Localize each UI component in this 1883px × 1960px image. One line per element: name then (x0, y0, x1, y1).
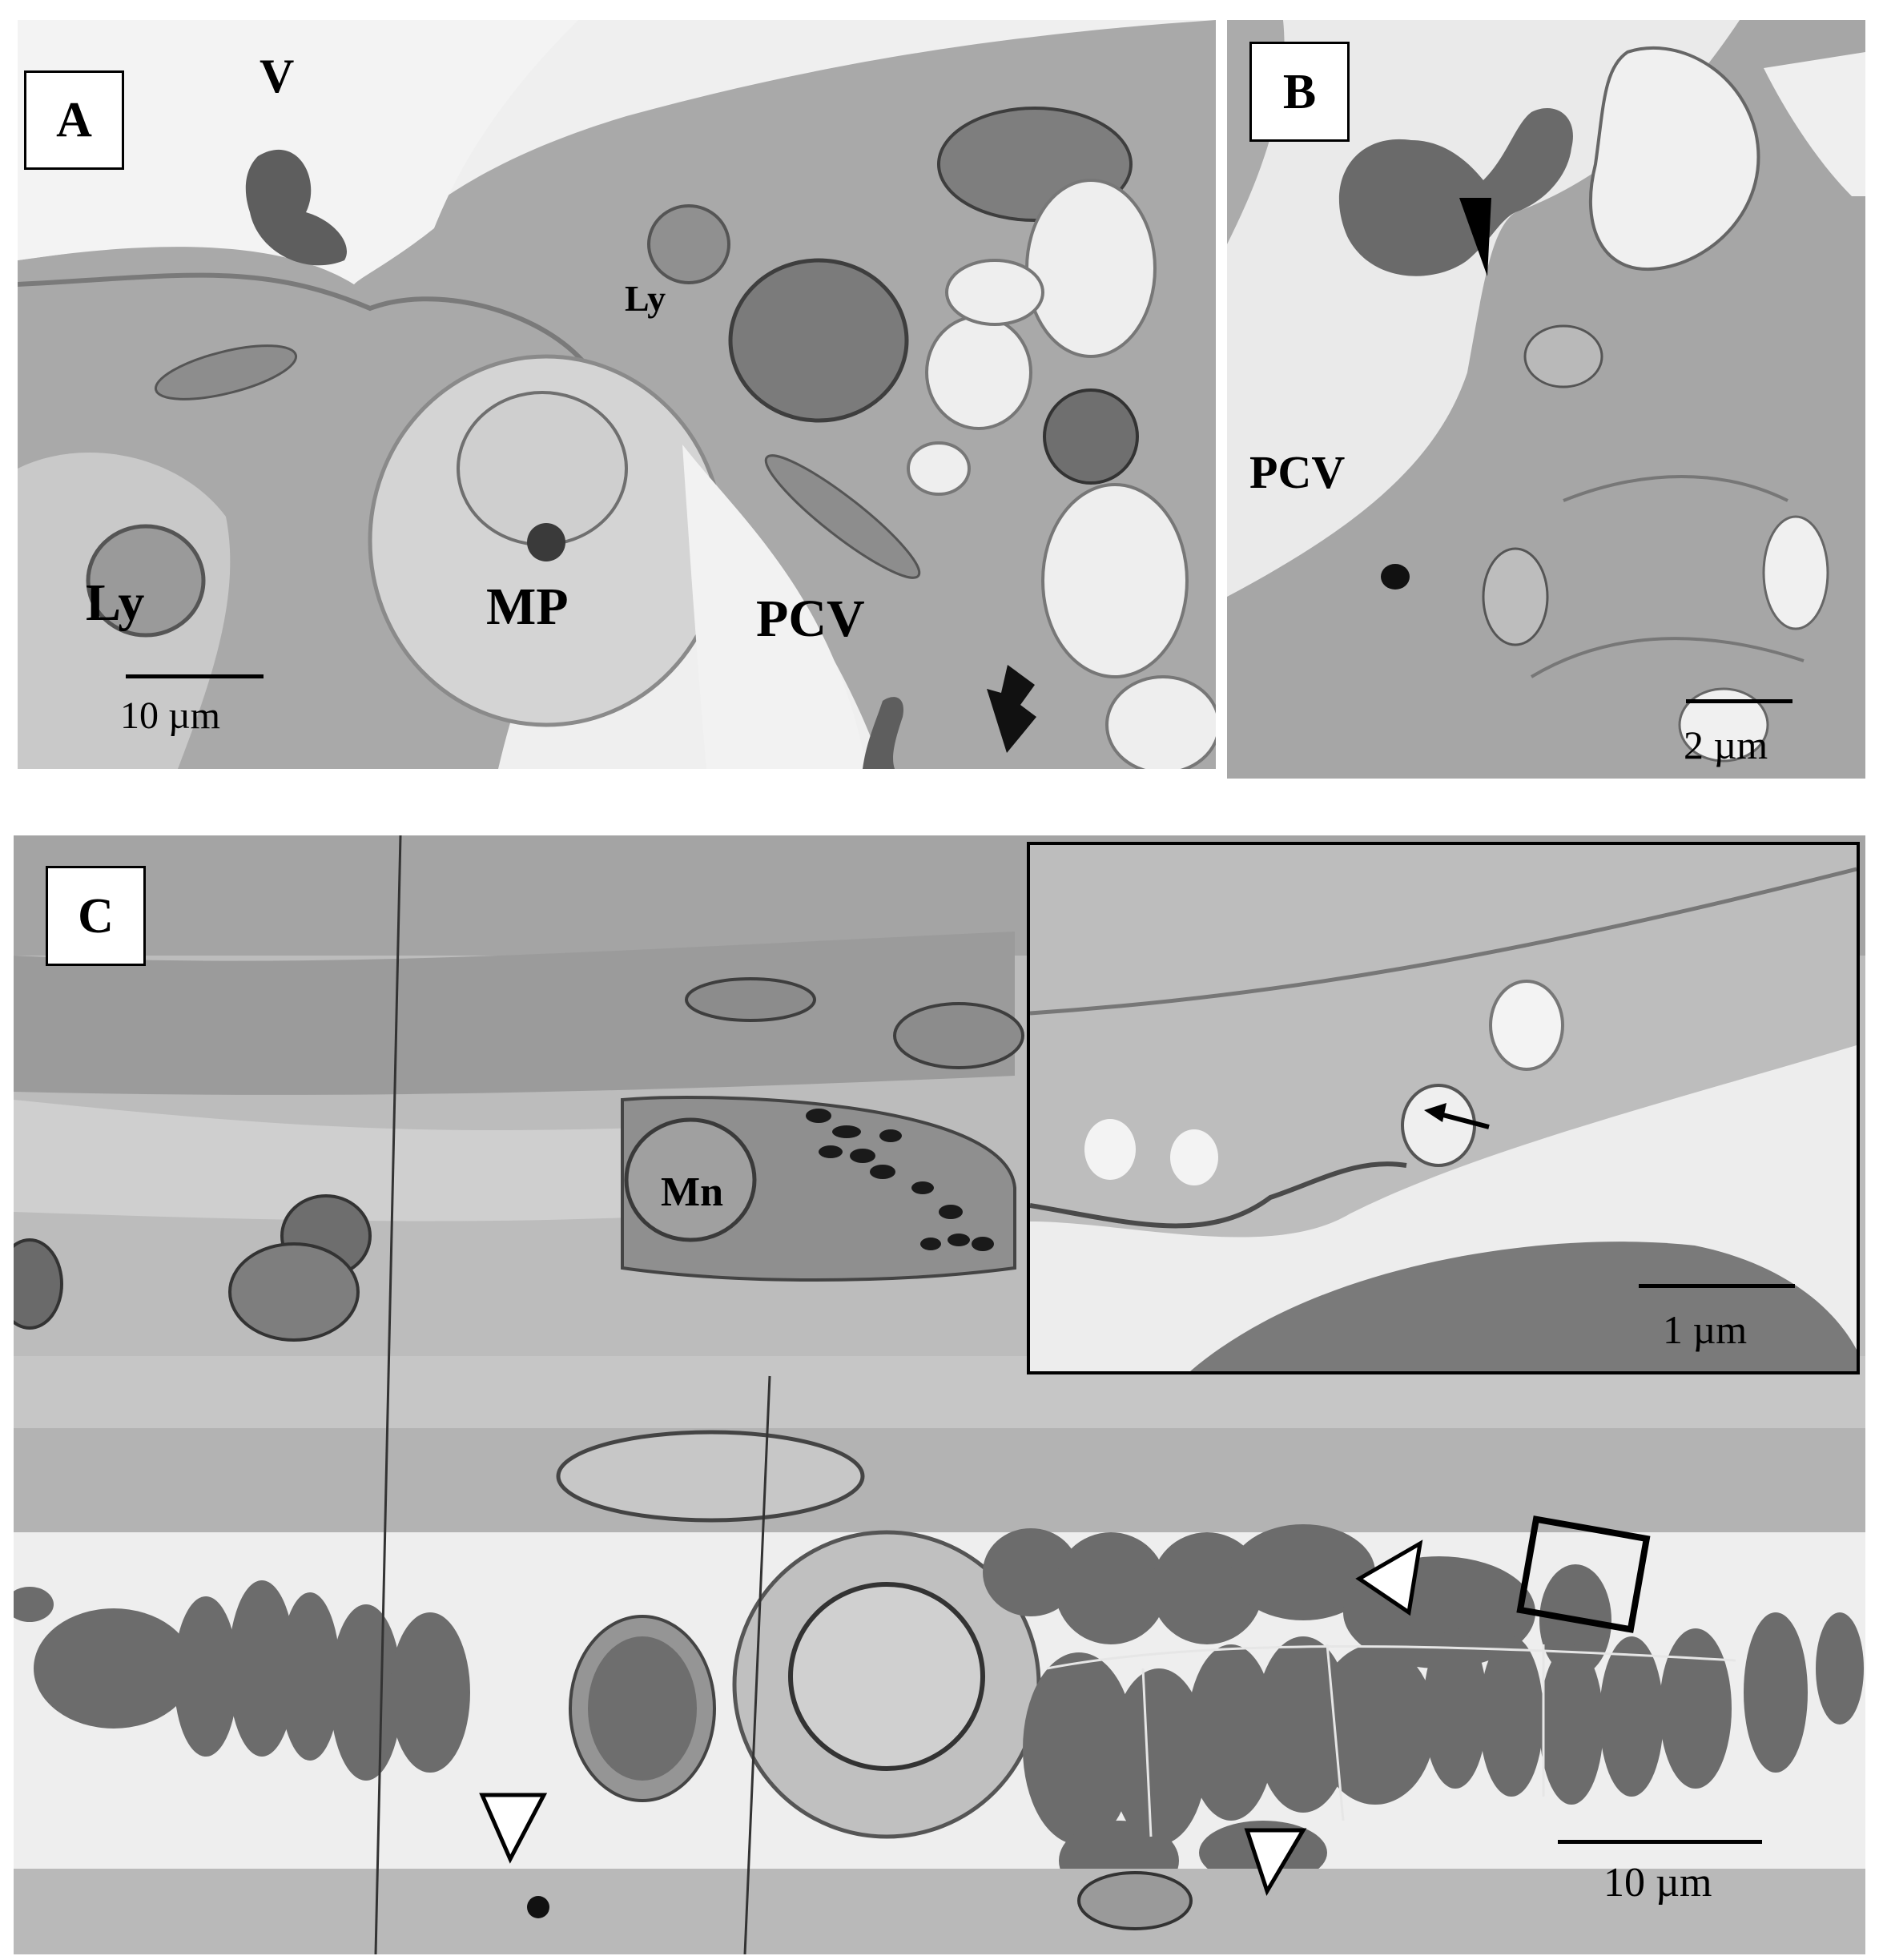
panel-c-tag: C (46, 866, 146, 966)
panel-c-inset: 1 µm (1027, 842, 1860, 1374)
panel-a-scale-bar-label: 10 µm (120, 694, 220, 737)
label-mn: Mn (661, 1169, 723, 1215)
panel-a-scale-bar-line (126, 674, 264, 678)
label-v: V (260, 50, 295, 103)
label-pcv: PCV (756, 590, 865, 648)
panel-b-scale-bar-label: 2 µm (1684, 722, 1768, 767)
panel-c-inset-scale-bar-line (1639, 1284, 1795, 1288)
panel-a: A V Ly Ly MP PCV 10 µm (18, 20, 1216, 769)
panel-b-scale-bar-line (1686, 699, 1792, 703)
panel-c-scale-bar-line (1558, 1840, 1762, 1844)
panel-a-tag: A (24, 70, 124, 170)
panel-a-micrograph (18, 20, 1216, 769)
panel-b-tag: B (1249, 42, 1350, 142)
label-ly-left: Ly (86, 574, 145, 632)
panel-c: 1 µm C Mn 10 µm (14, 835, 1865, 1954)
panel-c-scale-bar-label: 10 µm (1603, 1860, 1712, 1906)
label-ly-top: Ly (625, 278, 666, 319)
panel-b: B PCV 2 µm (1227, 20, 1865, 779)
panel-c-inset-scale-bar-label: 1 µm (1663, 1307, 1748, 1352)
label-pcv-b: PCV (1249, 446, 1346, 498)
label-mp: MP (486, 578, 569, 636)
panel-b-micrograph (1227, 20, 1865, 779)
panel-c-inset-micrograph (1030, 845, 1857, 1371)
